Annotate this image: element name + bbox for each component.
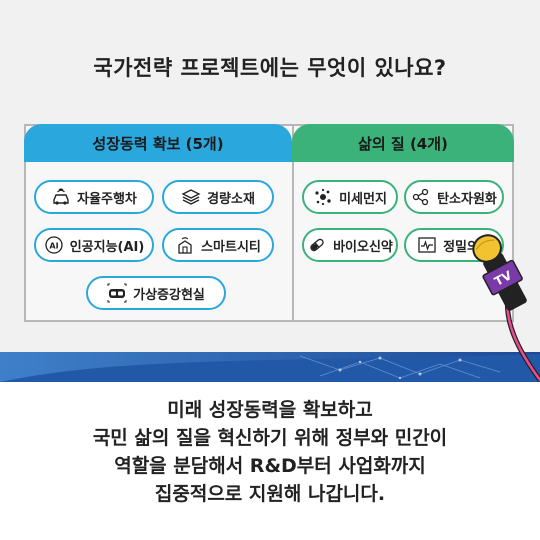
pill-label: 자율주행차 bbox=[77, 191, 137, 207]
pill-ai: AI 인공지능(AI) bbox=[34, 228, 154, 262]
growth-header-label: 성장동력 확보 (5개) bbox=[92, 134, 224, 153]
body-text: 미래 성장동력을 확보하고 국민 삶의 질을 혁신하기 위해 정부와 민간이 역… bbox=[0, 396, 540, 508]
life-header-label: 삶의 질 (4개) bbox=[358, 134, 448, 153]
pill-vr: 가상증강현실 bbox=[86, 276, 226, 310]
pill-self-driving-car: 자율주행차 bbox=[34, 180, 154, 214]
bottom-panel bbox=[0, 382, 540, 540]
pill-label: 가상증강현실 bbox=[133, 287, 205, 303]
pill-lightweight-material: 경량소재 bbox=[162, 180, 274, 214]
pill-icon bbox=[307, 235, 327, 255]
body-line: 국민 삶의 질을 혁신하기 위해 정부와 민간이 bbox=[92, 427, 448, 449]
pill-label: 탄소자원화 bbox=[437, 191, 497, 207]
pill-label: 스마트시티 bbox=[201, 239, 261, 255]
growth-header: 성장동력 확보 (5개) bbox=[24, 124, 292, 162]
grid-divider bbox=[292, 126, 294, 320]
page-title: 국가전략 프로젝트에는 무엇이 있나요? bbox=[93, 56, 447, 80]
smart-city-icon bbox=[175, 235, 195, 255]
decorative-band bbox=[0, 352, 540, 382]
ai-icon: AI bbox=[44, 235, 64, 255]
vr-headset-icon bbox=[107, 283, 127, 303]
pill-label: 미세먼지 bbox=[339, 191, 387, 207]
pill-label: 경량소재 bbox=[207, 191, 255, 207]
pill-bio-drug: 바이오신약 bbox=[302, 228, 398, 262]
body-line: 집중적으로 지원해 나갑니다. bbox=[154, 483, 386, 505]
self-driving-car-icon bbox=[51, 187, 71, 207]
dust-icon bbox=[313, 187, 333, 207]
microphone-icon: TV bbox=[472, 234, 540, 382]
pill-label: 바이오신약 bbox=[333, 239, 393, 255]
pill-label: 인공지능(AI) bbox=[69, 239, 145, 255]
molecule-icon bbox=[411, 187, 431, 207]
life-header: 삶의 질 (4개) bbox=[292, 124, 514, 162]
pill-fine-dust: 미세먼지 bbox=[302, 180, 398, 214]
medical-chart-icon bbox=[417, 235, 437, 255]
pill-carbon-resource: 탄소자원화 bbox=[404, 180, 504, 214]
body-line: 미래 성장동력을 확보하고 bbox=[167, 399, 373, 421]
svg-text:AI: AI bbox=[49, 242, 58, 251]
layers-icon bbox=[181, 187, 201, 207]
pill-smart-city: 스마트시티 bbox=[162, 228, 274, 262]
body-line: 역할을 분담해서 R&D부터 사업화까지 bbox=[114, 455, 426, 477]
